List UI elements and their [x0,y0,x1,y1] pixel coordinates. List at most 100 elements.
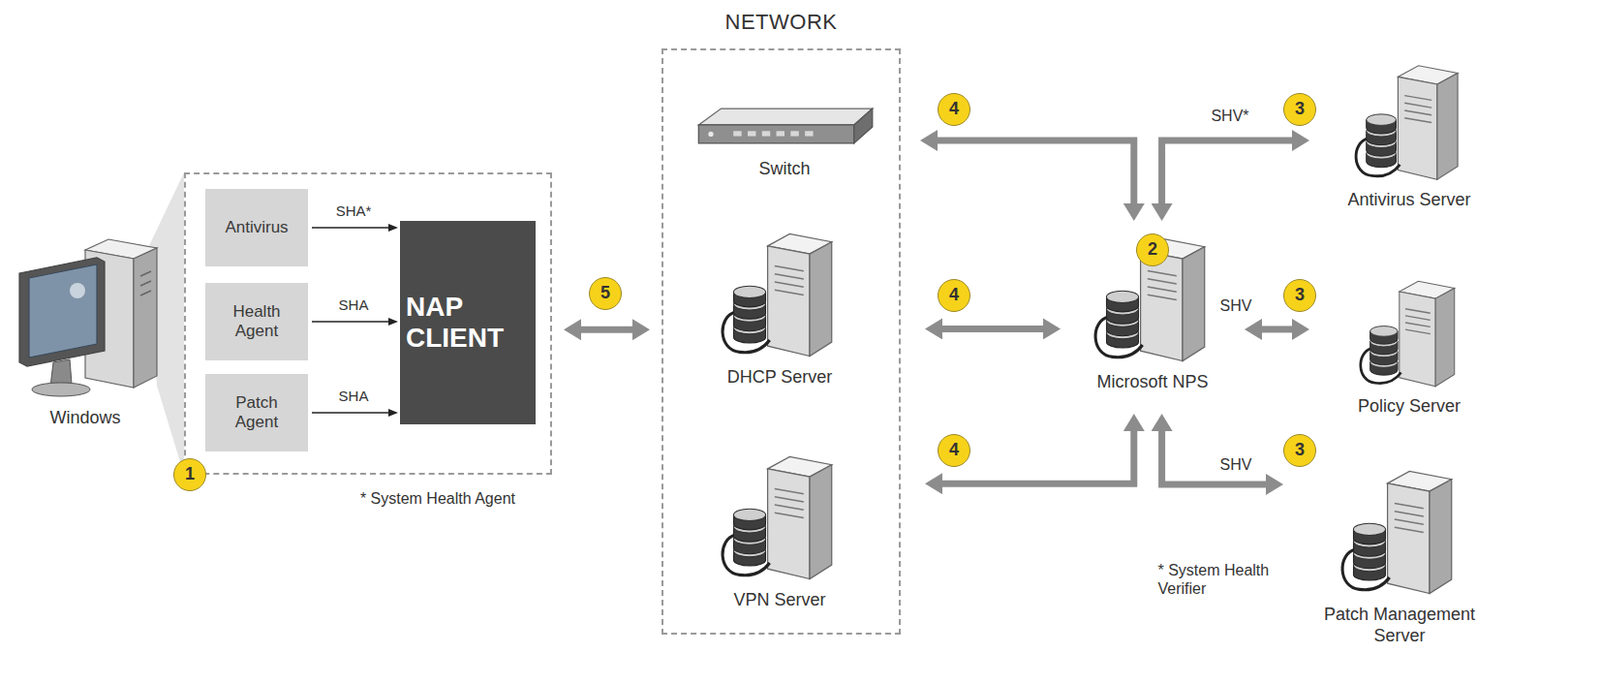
tower-slot [140,280,152,286]
switch-front [698,124,854,144]
disk-top [1366,114,1397,126]
server-slot [774,266,804,272]
server-front [768,246,810,357]
switch-led [707,131,713,137]
server-node: Patch Management Server [1302,464,1497,669]
switch-port [776,130,785,136]
node-label: Antivirus [224,217,288,238]
server-node: VPN Server [711,450,848,625]
server-slot [774,489,804,494]
switch-port [747,130,756,136]
flow-arrow [581,326,633,334]
callout-number: 4 [937,278,971,312]
server-front [1398,291,1435,387]
server-slot [1147,294,1177,300]
callout-number: 4 [937,433,971,467]
flow-arrow [1162,140,1293,204]
sha-arrow [311,320,389,322]
server-slot [1405,315,1431,320]
switch-node: Switch [692,96,877,194]
nap-client-box: NAP CLIENT [400,220,536,425]
server-side [1437,72,1458,180]
switch-port [733,130,741,136]
edge-label: SHA* [336,202,372,220]
server-icon [1342,470,1452,593]
server-side [1182,246,1205,362]
screen-icon [69,282,86,299]
server-illustration [1353,60,1466,186]
server-front [1387,483,1430,594]
callout-number: 2 [1136,233,1170,267]
switch-top [698,108,872,125]
server-slot [1394,511,1424,517]
node-label: Policy Server [1326,396,1492,418]
node-label: Antivirus Server [1326,189,1492,212]
server-slot [774,281,804,287]
edge-label: SHA [338,387,370,405]
node-label: Health Agent [213,302,301,342]
server-slot [1405,329,1431,334]
monitor-screen [29,264,97,358]
footnote: * System Health Verifier [1158,560,1280,598]
monitor-frame [19,257,105,367]
callout-number: 1 [173,458,207,492]
server-slot [1404,118,1432,124]
flow-arrow [942,430,1135,484]
server-illustration [1357,276,1462,393]
server-icon [722,233,832,356]
tower-side [133,247,157,388]
server-front [1140,250,1183,362]
agent-box: Patch Agent [205,373,308,452]
server-slot [1394,503,1424,509]
edge-label: SHV [1220,455,1253,474]
server-side [809,464,832,580]
callout-number: 3 [1283,92,1317,126]
group-title: NETWORK [663,9,899,35]
server-slot [774,289,804,295]
agent-box: Health Agent [205,282,308,361]
server-side [1435,287,1455,386]
agent-box: Antivirus [205,188,308,267]
switch-side [854,108,873,144]
server-slot [774,504,804,510]
server-icon [1355,65,1458,180]
tower-slot [140,271,152,277]
server-front [768,468,810,580]
flow-arrow [1162,430,1266,485]
footnote: * System Health Agent [360,490,516,508]
node-label: Patch Management Server [1302,604,1497,647]
server-slot [1404,102,1432,108]
disk-top [733,285,766,298]
switch-port [804,130,813,136]
switch-illustration [692,96,877,155]
server-slot [1394,526,1424,532]
disk-top [1106,290,1139,303]
callout-number: 5 [588,276,622,310]
flow-arrow [1261,325,1293,333]
switch-icon [698,108,872,144]
server-icon [1359,280,1454,386]
callout-number: 4 [937,92,971,126]
computer-label: Windows [49,407,121,430]
disk-top [1369,326,1397,338]
server-slot [774,274,804,279]
server-node: Policy Server [1326,276,1492,427]
server-slot [774,512,804,518]
server-node: DHCP Server [711,227,848,402]
edge-label: SHV* [1210,106,1249,125]
server-illustration [719,227,840,364]
node-label: Microsoft NPS [1075,371,1231,394]
server-slot [1147,286,1177,292]
node-label: VPN Server [711,589,848,612]
server-slot [1147,271,1177,277]
server-side [1429,479,1452,594]
network-group: NETWORKSwitchDHCP ServerVPN Server [661,48,901,635]
server-slot [1394,519,1424,524]
callout-number: 3 [1283,278,1317,312]
edge-label: SHA [338,296,370,314]
node-label: NAP CLIENT [405,291,530,354]
monitor-base [31,382,91,397]
switch-port [790,130,799,136]
sha-arrow [311,411,389,413]
server-illustration [719,450,840,586]
